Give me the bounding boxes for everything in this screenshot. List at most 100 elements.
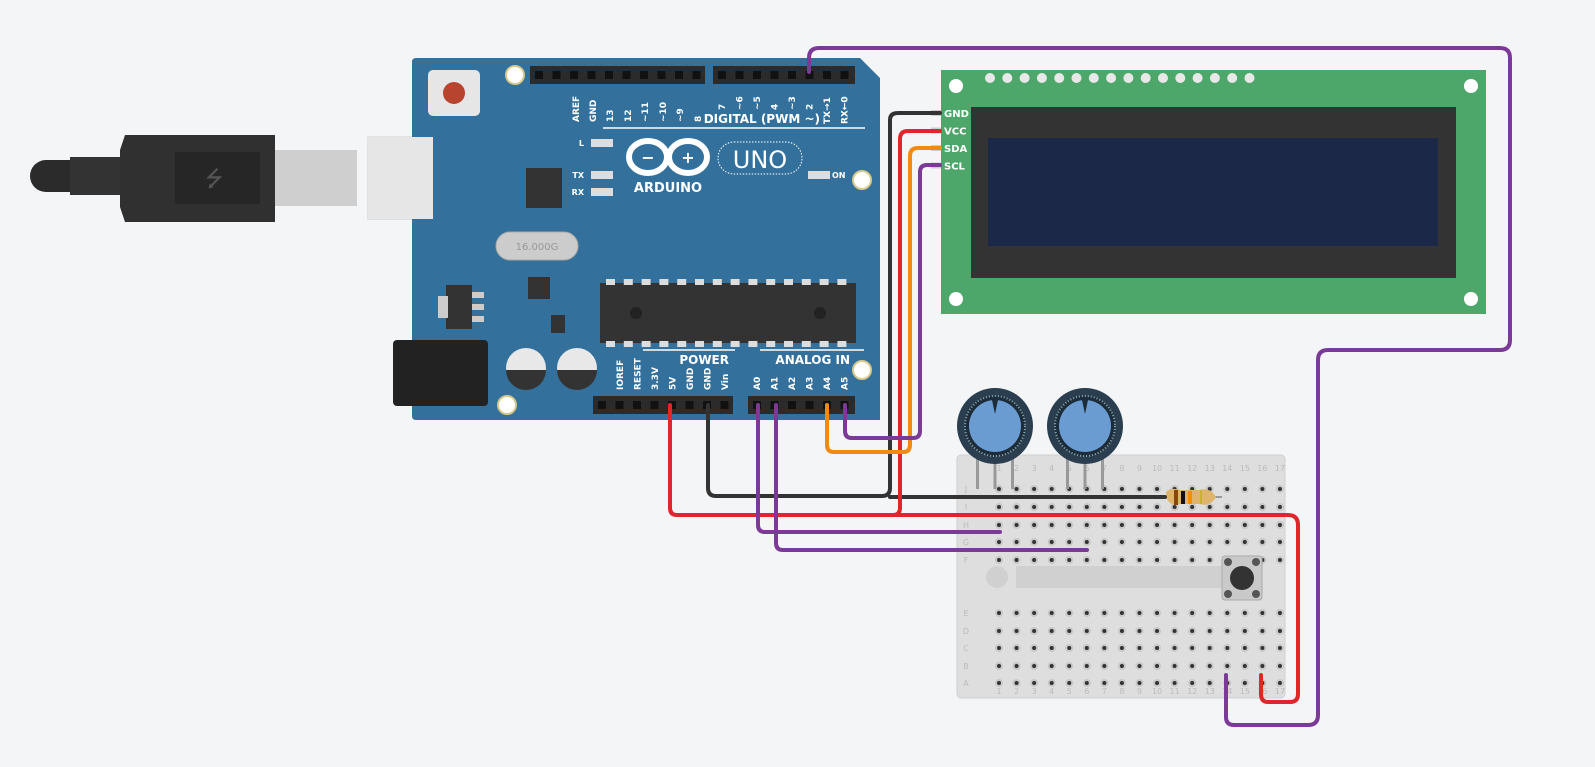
- breadboard-hole[interactable]: [1065, 627, 1074, 635]
- header-pin[interactable]: [622, 71, 631, 79]
- breadboard-hole[interactable]: [1153, 662, 1162, 670]
- resistor[interactable]: [1160, 488, 1222, 505]
- breadboard-hole[interactable]: [1223, 662, 1232, 670]
- breadboard-hole[interactable]: [1223, 485, 1232, 493]
- breadboard-hole[interactable]: [1258, 503, 1267, 511]
- breadboard-hole[interactable]: [1065, 538, 1074, 546]
- breadboard-hole[interactable]: [1205, 627, 1214, 635]
- breadboard-hole[interactable]: [1117, 556, 1126, 564]
- header-pin[interactable]: [753, 71, 761, 79]
- breadboard-hole[interactable]: [1258, 609, 1267, 617]
- wire-black-gnd[interactable]: [706, 111, 942, 498]
- header-pin[interactable]: [640, 71, 648, 79]
- breadboard-hole[interactable]: [1258, 662, 1267, 670]
- breadboard-hole[interactable]: [1065, 503, 1074, 511]
- breadboard-hole[interactable]: [1012, 556, 1021, 564]
- breadboard-hole[interactable]: [1047, 627, 1056, 635]
- header-pin[interactable]: [823, 71, 831, 79]
- breadboard-hole[interactable]: [1240, 538, 1249, 546]
- breadboard-hole[interactable]: [1170, 556, 1179, 564]
- breadboard-hole[interactable]: [1065, 662, 1074, 670]
- potentiometer[interactable]: [957, 388, 1033, 489]
- breadboard-hole[interactable]: [1047, 503, 1056, 511]
- breadboard-hole[interactable]: [1170, 679, 1179, 687]
- breadboard-hole[interactable]: [1240, 503, 1249, 511]
- breadboard-hole[interactable]: [1012, 627, 1021, 635]
- breadboard-hole[interactable]: [1030, 485, 1039, 493]
- breadboard-hole[interactable]: [1223, 521, 1232, 529]
- breadboard-hole[interactable]: [1188, 679, 1197, 687]
- breadboard-hole[interactable]: [1135, 521, 1144, 529]
- breadboard-hole[interactable]: [1082, 644, 1091, 652]
- breadboard-hole[interactable]: [1153, 521, 1162, 529]
- breadboard-hole[interactable]: [1275, 662, 1284, 670]
- breadboard-hole[interactable]: [1030, 556, 1039, 564]
- breadboard-hole[interactable]: [1205, 662, 1214, 670]
- header-pin[interactable]: [840, 71, 849, 79]
- breadboard-hole[interactable]: [995, 662, 1003, 670]
- header-pin[interactable]: [570, 71, 578, 79]
- breadboard-hole[interactable]: [1135, 662, 1144, 670]
- wire-red-5v[interactable]: [668, 403, 1300, 704]
- breadboard-hole[interactable]: [1082, 538, 1091, 546]
- breadboard-hole[interactable]: [1275, 644, 1284, 652]
- breadboard-hole[interactable]: [1275, 609, 1284, 617]
- header-pin[interactable]: [633, 401, 641, 409]
- breadboard-hole[interactable]: [1065, 521, 1074, 529]
- breadboard-hole[interactable]: [1170, 627, 1179, 635]
- breadboard-hole[interactable]: [1100, 644, 1109, 652]
- breadboard-hole[interactable]: [1030, 538, 1039, 546]
- breadboard-hole[interactable]: [1082, 679, 1091, 687]
- breadboard-hole[interactable]: [1117, 662, 1126, 670]
- breadboard-hole[interactable]: [1188, 627, 1197, 635]
- breadboard-hole[interactable]: [1012, 538, 1021, 546]
- breadboard-hole[interactable]: [1100, 556, 1109, 564]
- breadboard-hole[interactable]: [1223, 609, 1232, 617]
- digital-header-left[interactable]: [530, 66, 705, 84]
- breadboard-hole[interactable]: [1047, 538, 1056, 546]
- breadboard-hole[interactable]: [995, 627, 1003, 635]
- breadboard-hole[interactable]: [1153, 503, 1162, 511]
- breadboard-hole[interactable]: [1135, 538, 1144, 546]
- breadboard-hole[interactable]: [1047, 662, 1056, 670]
- breadboard-hole[interactable]: [1030, 609, 1039, 617]
- breadboard-hole[interactable]: [1012, 521, 1021, 529]
- header-pin[interactable]: [720, 401, 729, 409]
- breadboard-hole[interactable]: [1030, 662, 1039, 670]
- wire-red-lcd-vcc[interactable]: [891, 129, 942, 517]
- breadboard-hole[interactable]: [1188, 662, 1197, 670]
- breadboard-hole[interactable]: [1117, 644, 1126, 652]
- wire-purple-a0[interactable]: [756, 403, 1002, 534]
- breadboard-hole[interactable]: [1205, 679, 1214, 687]
- breadboard-hole[interactable]: [1205, 644, 1214, 652]
- breadboard-hole[interactable]: [1135, 644, 1144, 652]
- breadboard-hole[interactable]: [1188, 644, 1197, 652]
- breadboard-hole[interactable]: [1153, 609, 1162, 617]
- breadboard-hole[interactable]: [1082, 556, 1091, 564]
- breadboard-hole[interactable]: [1240, 609, 1249, 617]
- breadboard-hole[interactable]: [1223, 644, 1232, 652]
- potentiometer[interactable]: [1047, 388, 1123, 489]
- header-pin[interactable]: [605, 71, 613, 79]
- breadboard-hole[interactable]: [995, 556, 1003, 564]
- breadboard-hole[interactable]: [995, 521, 1003, 529]
- breadboard-hole[interactable]: [1275, 679, 1284, 687]
- breadboard-hole[interactable]: [1188, 556, 1197, 564]
- wire-purple-a1[interactable]: [774, 403, 1089, 552]
- breadboard-hole[interactable]: [1240, 679, 1249, 687]
- header-pin[interactable]: [735, 71, 744, 79]
- header-pin[interactable]: [675, 71, 683, 79]
- header-pin[interactable]: [788, 401, 796, 409]
- breadboard-hole[interactable]: [1047, 609, 1056, 617]
- breadboard-hole[interactable]: [1135, 485, 1144, 493]
- breadboard-hole[interactable]: [1205, 609, 1214, 617]
- breadboard-hole[interactable]: [1100, 538, 1109, 546]
- arduino-uno-board[interactable]: 16.000G DIGITAL (PWM ~) POWER ANALOG IN …: [368, 58, 880, 420]
- breadboard-hole[interactable]: [995, 538, 1003, 546]
- breadboard-hole[interactable]: [1153, 485, 1162, 493]
- breadboard-hole[interactable]: [1275, 627, 1284, 635]
- analog-header[interactable]: [748, 396, 855, 414]
- breadboard-hole[interactable]: [1100, 521, 1109, 529]
- header-pin[interactable]: [535, 71, 543, 79]
